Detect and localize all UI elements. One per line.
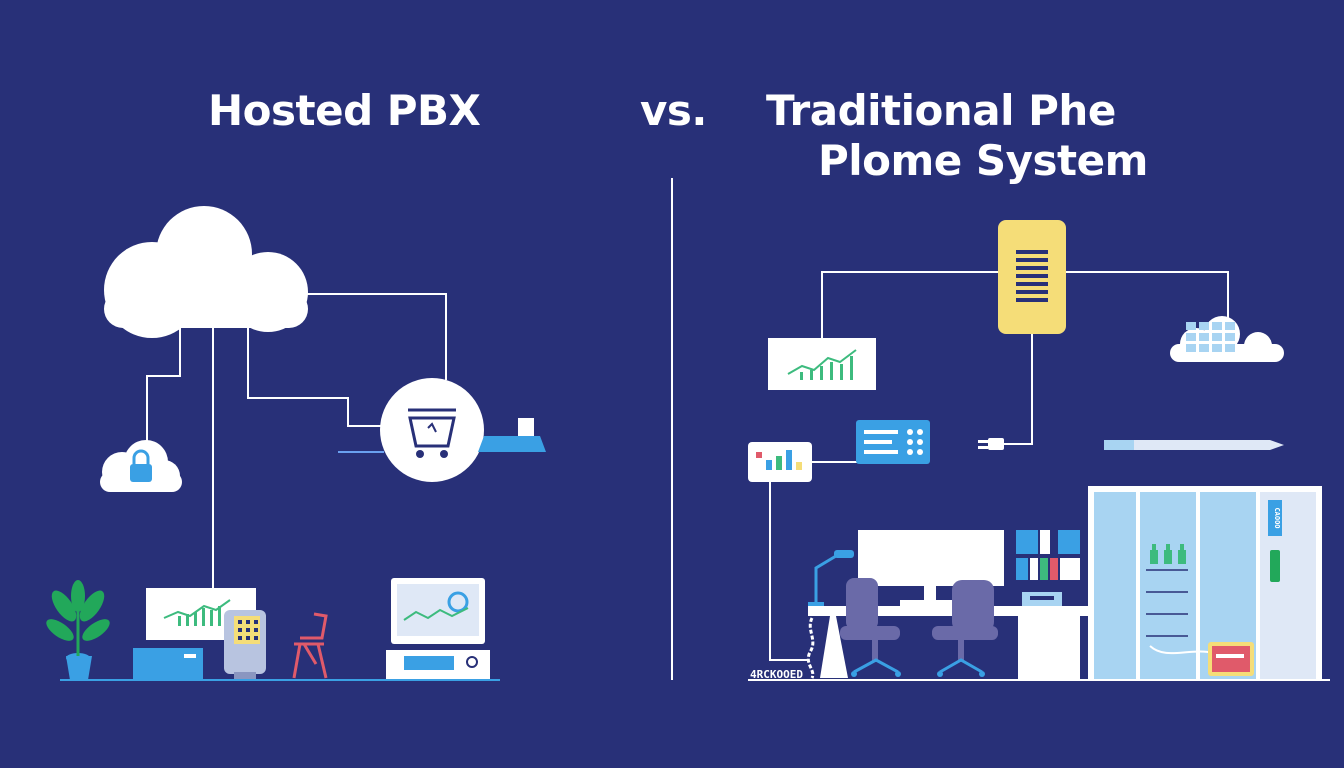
plug-icon: [978, 438, 1004, 450]
lamp-icon: [808, 550, 854, 608]
office-chair-2: [932, 580, 998, 677]
cabinet-icon: CAOOO: [1088, 486, 1322, 680]
cloud-icon: [104, 206, 308, 338]
title-hosted-pbx: Hosted PBX: [208, 86, 481, 135]
cabinet-tag: CAOOO: [1273, 507, 1281, 528]
office-monitor: [858, 530, 1004, 606]
left-connectors: [146, 293, 447, 588]
plant-icon: [46, 580, 110, 680]
cart-icon: [380, 378, 484, 482]
control-panel: [856, 420, 930, 464]
chair-icon: [292, 612, 328, 679]
desk: [806, 606, 1088, 680]
title-traditional-line1: Traditional Phe: [766, 86, 1116, 135]
desktop-computer: [386, 578, 490, 680]
title-traditional-line2: Plome System: [818, 136, 1148, 185]
dashboard-widget: [748, 442, 812, 482]
keypad-device: [224, 610, 266, 680]
server-icon: [998, 220, 1066, 334]
title-vs: vs.: [640, 86, 707, 135]
chart-panel: [768, 338, 876, 390]
grid-cloud-icon: [1170, 316, 1284, 362]
right-connectors: [769, 271, 1229, 661]
office-chair-1: [840, 578, 901, 677]
shelf-boxes: [1016, 530, 1080, 606]
pen-icon: [1104, 440, 1284, 450]
lock-cloud-icon: [100, 440, 182, 492]
floor-label: 4RCKOOED: [750, 668, 803, 681]
router-icon: [478, 418, 546, 452]
